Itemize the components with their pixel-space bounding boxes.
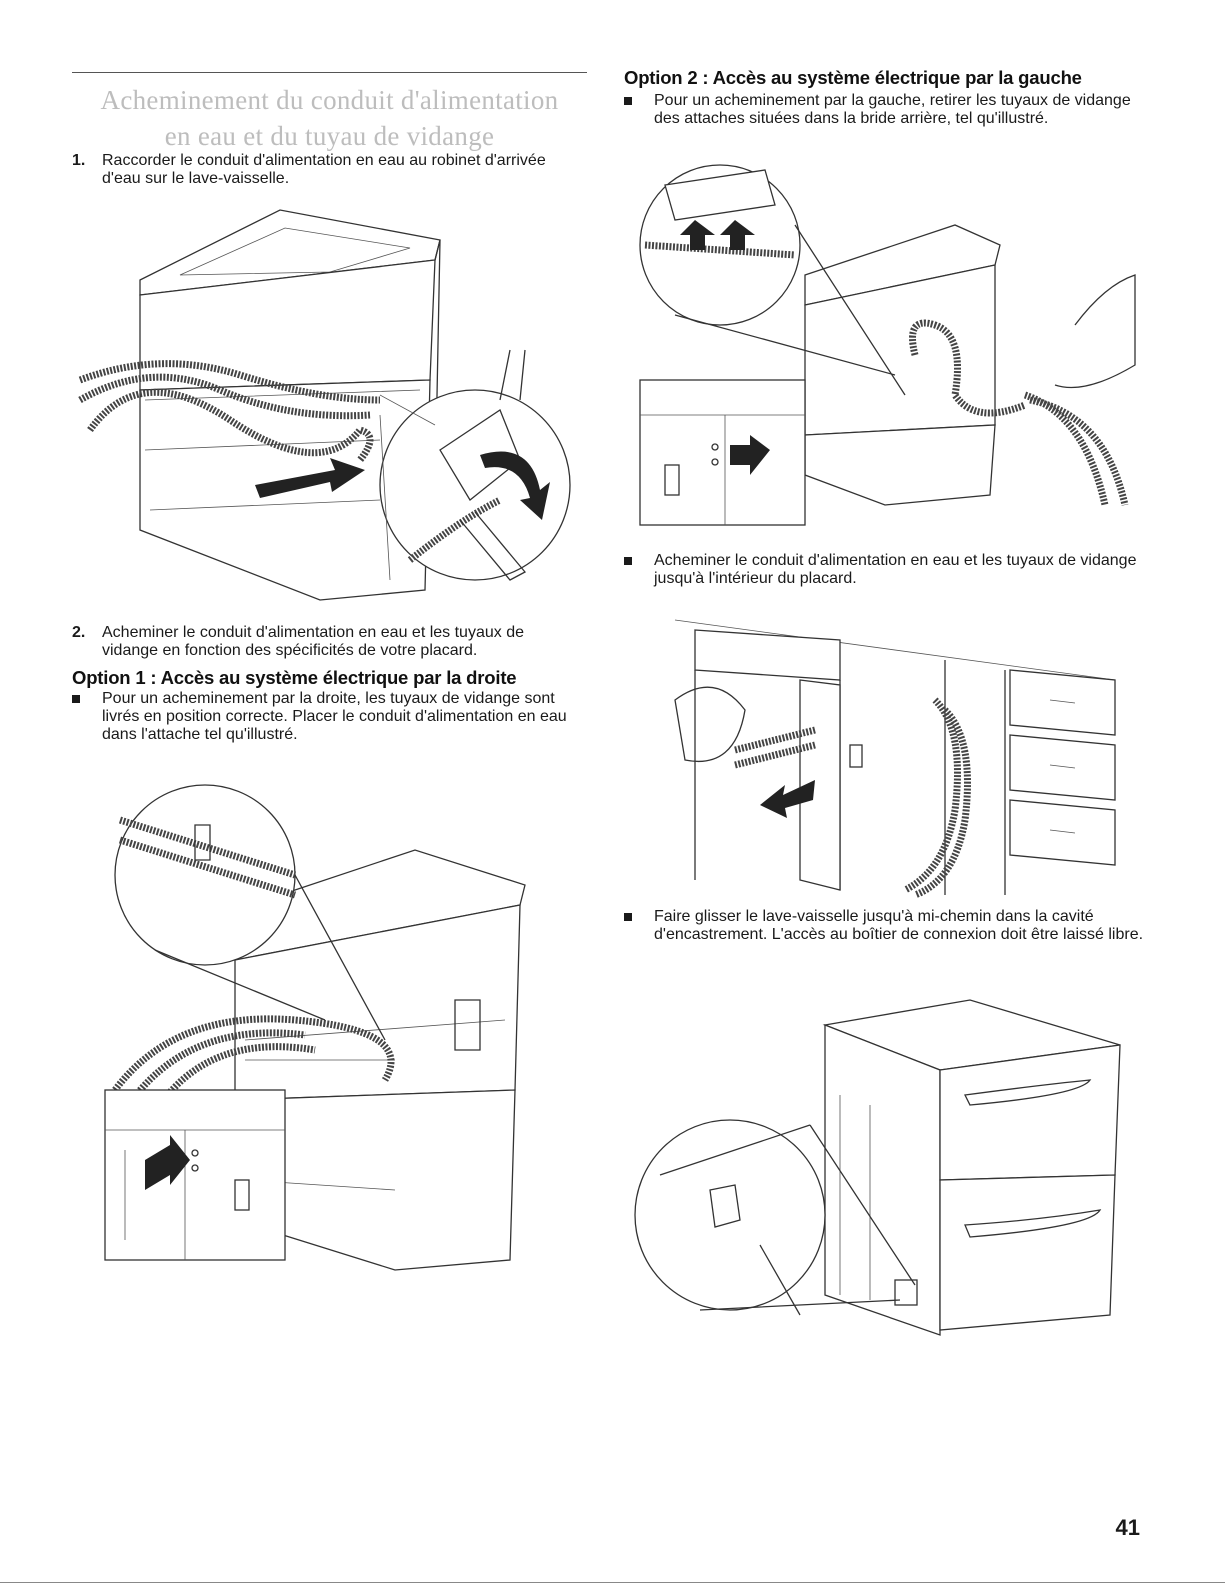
bullet-square [624,913,632,921]
option-2-heading: Option 2 : Accès au système électrique p… [624,67,1082,88]
page-number: 41 [1115,1515,1140,1540]
option-2-bullet-1-text: Pour un acheminement par la gauche, reti… [654,92,1131,127]
step-2-number: 2. [72,624,86,641]
step-2-text: Acheminer le conduit d'alimentation en e… [102,624,524,659]
illustration-water-connection [78,209,571,601]
step-2: 2. Acheminer le conduit d'alimentation e… [72,624,582,660]
option-1-heading: Option 1 : Accès au système électrique p… [72,667,517,688]
title-rule [72,72,587,73]
step-1-text: Raccorder le conduit d'alimentation en e… [102,152,546,187]
bullet-square [624,557,632,565]
bottom-rule [0,1582,1225,1583]
illustration-cabinet-routing [674,619,1116,899]
illustration-left-routing [639,164,1136,526]
bullet-square [72,695,80,703]
option-2-bullet-3: Faire glisser le lave-vaisselle jusqu'à … [624,908,1144,944]
option-2-bullet-2: Acheminer le conduit d'alimentation en e… [624,552,1144,588]
section-title-line2: en eau et du tuyau de vidange [164,121,495,151]
step-1-number: 1. [72,152,86,169]
section-title: Acheminement du conduit d'alimentation e… [72,82,587,154]
option-2-bullet-3-text: Faire glisser le lave-vaisselle jusqu'à … [654,908,1144,943]
illustration-slide-in [634,999,1121,1336]
section-title-line1: Acheminement du conduit d'alimentation [100,85,559,115]
illustration-right-routing [104,784,526,1271]
option-2-bullet-1: Pour un acheminement par la gauche, reti… [624,92,1134,128]
step-1: 1. Raccorder le conduit d'alimentation e… [72,152,572,188]
option-1-bullet: Pour un acheminement par la droite, les … [72,690,582,744]
option-2-bullet-2-text: Acheminer le conduit d'alimentation en e… [654,552,1137,587]
bullet-square [624,97,632,105]
option-1-bullet-text: Pour un acheminement par la droite, les … [102,690,567,743]
